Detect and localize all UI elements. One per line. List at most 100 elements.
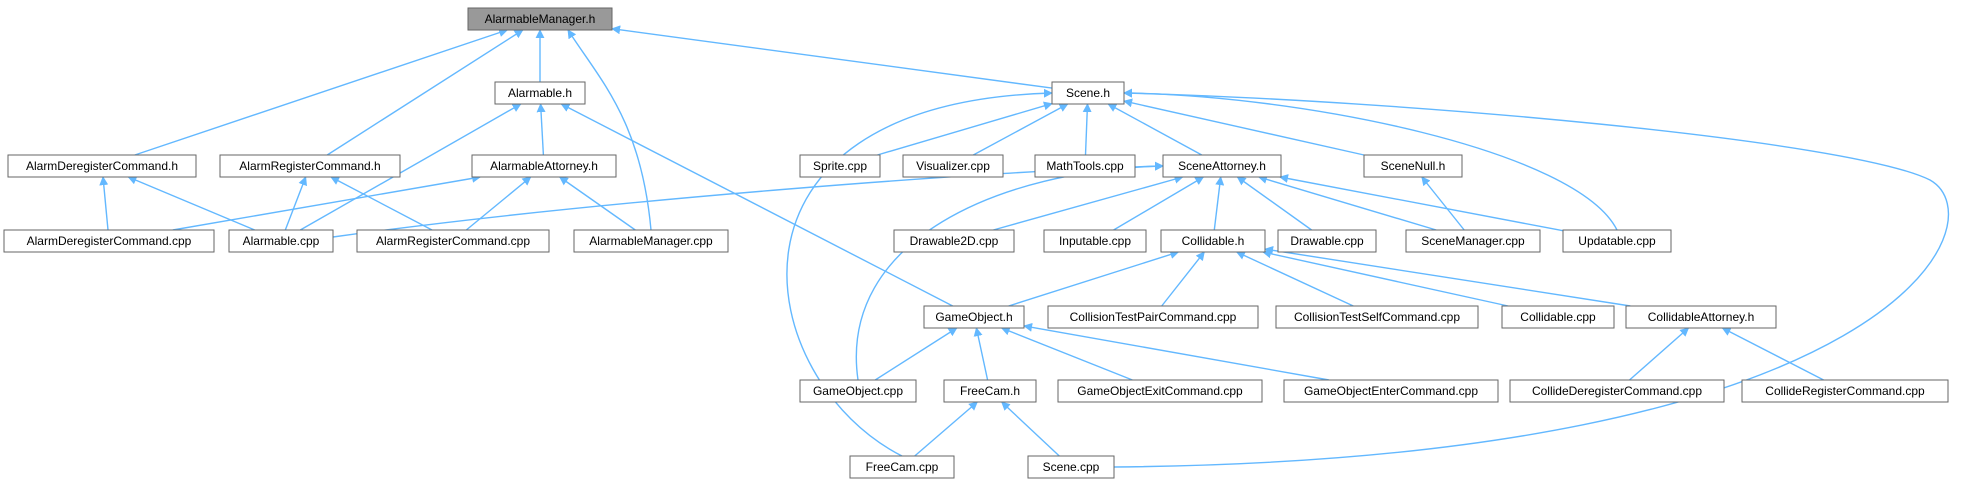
edge-mathtools_cpp-to-scene_h xyxy=(1082,103,1092,156)
node-label: AlarmDeregisterCommand.h xyxy=(26,159,178,173)
node-box xyxy=(1741,379,1949,403)
edge-collide_deregister_command_cpp-to-collidable_attorney_h xyxy=(1629,327,1690,381)
edge-alarmable_manager_cpp-to-alarmable_attorney_h xyxy=(558,176,636,231)
node-box xyxy=(1027,455,1115,479)
node-box xyxy=(1047,305,1259,329)
node-label: SceneNull.h xyxy=(1381,159,1446,173)
node-alarm-register-command-cpp[interactable]: AlarmRegisterCommand.cpp xyxy=(356,229,550,253)
node-inputable-cpp[interactable]: Inputable.cpp xyxy=(1043,229,1147,253)
edge-scene_manager_cpp-to-scene_attorney_h xyxy=(1257,175,1437,231)
node-drawable-cpp[interactable]: Drawable.cpp xyxy=(1277,229,1377,253)
edge-scene_manager_cpp-to-scene_null_h xyxy=(1421,176,1465,231)
edge-alarm_deregister_command_h-to-alarmable_manager_h xyxy=(134,28,509,156)
node-collidable-h[interactable]: Collidable.h xyxy=(1160,229,1266,253)
node-label: Drawable.cpp xyxy=(1290,234,1364,248)
edge-freecam_cpp-to-scene_h xyxy=(786,88,1053,457)
edge-alarm_register_command_cpp-to-alarmable_attorney_h xyxy=(465,176,532,231)
node-alarm-deregister-command-cpp[interactable]: AlarmDeregisterCommand.cpp xyxy=(3,229,215,253)
node-mathtools-cpp[interactable]: MathTools.cpp xyxy=(1034,154,1136,178)
node-label: GameObject.cpp xyxy=(813,384,903,398)
edge-alarmable_manager_cpp-to-alarmable_manager_h xyxy=(567,29,652,231)
edges-layer xyxy=(99,25,1950,468)
node-updatable-cpp[interactable]: Updatable.cpp xyxy=(1562,229,1672,253)
node-box xyxy=(893,229,1015,253)
node-scene-attorney-h[interactable]: SceneAttorney.h xyxy=(1162,154,1282,178)
node-alarmable-attorney-h[interactable]: AlarmableAttorney.h xyxy=(471,154,617,178)
node-collidable-cpp[interactable]: Collidable.cpp xyxy=(1501,305,1615,329)
node-box xyxy=(902,154,1004,178)
node-scene-manager-cpp[interactable]: SceneManager.cpp xyxy=(1405,229,1541,253)
node-label: GameObjectEnterCommand.cpp xyxy=(1304,384,1478,398)
edge-updatable_cpp-to-scene_attorney_h xyxy=(1279,174,1564,232)
node-box xyxy=(943,379,1037,403)
node-collision-test-self-command-cpp[interactable]: CollisionTestSelfCommand.cpp xyxy=(1275,305,1479,329)
node-gameobject-cpp[interactable]: GameObject.cpp xyxy=(799,379,917,403)
node-drawable2d-cpp[interactable]: Drawable2D.cpp xyxy=(893,229,1015,253)
node-scene-cpp[interactable]: Scene.cpp xyxy=(1027,455,1115,479)
node-label: Inputable.cpp xyxy=(1059,234,1131,248)
edge-visualizer_cpp-to-scene_h xyxy=(972,103,1069,156)
node-box xyxy=(1625,305,1777,329)
node-sprite-cpp[interactable]: Sprite.cpp xyxy=(799,154,881,178)
node-alarm-register-command-h[interactable]: AlarmRegisterCommand.h xyxy=(219,154,401,178)
node-label: GameObjectExitCommand.cpp xyxy=(1077,384,1243,398)
node-box xyxy=(1162,154,1282,178)
node-label: Sprite.cpp xyxy=(813,159,867,173)
node-box xyxy=(219,154,401,178)
node-box xyxy=(228,229,334,253)
edge-gameobject_cpp-to-scene_attorney_h xyxy=(855,161,1164,381)
edge-freecam_cpp-to-freecam_h xyxy=(914,401,978,457)
edge-alarmable_cpp-to-alarm_deregister_command_h xyxy=(127,175,255,231)
edge-collidable_h-to-scene_attorney_h xyxy=(1213,176,1225,231)
node-box xyxy=(1057,379,1263,403)
node-alarmable-h[interactable]: Alarmable.h xyxy=(494,81,586,105)
edge-alarm_deregister_command_cpp-to-alarm_deregister_command_h xyxy=(99,176,109,231)
node-gameobject-exit-command-cpp[interactable]: GameObjectExitCommand.cpp xyxy=(1057,379,1263,403)
edge-alarm_register_command_h-to-alarmable_manager_h xyxy=(326,29,524,156)
edge-updatable_cpp-to-scene_h xyxy=(1123,88,1618,231)
edge-alarm_register_command_cpp-to-alarm_register_command_h xyxy=(330,176,433,231)
node-label: CollidableAttorney.h xyxy=(1648,310,1755,324)
node-scene-h[interactable]: Scene.h xyxy=(1051,81,1125,105)
node-box xyxy=(1283,379,1499,403)
node-alarmable-cpp[interactable]: Alarmable.cpp xyxy=(228,229,334,253)
edge-sprite_cpp-to-scene_h xyxy=(877,101,1053,156)
node-box xyxy=(923,305,1025,329)
node-collidable-attorney-h[interactable]: CollidableAttorney.h xyxy=(1625,305,1777,329)
edge-collision_test_pair_command_cpp-to-collidable_h xyxy=(1161,251,1205,307)
node-label: Visualizer.cpp xyxy=(916,159,990,173)
node-label: GameObject.h xyxy=(935,310,1012,324)
node-alarm-deregister-command-h[interactable]: AlarmDeregisterCommand.h xyxy=(7,154,197,178)
node-freecam-h[interactable]: FreeCam.h xyxy=(943,379,1037,403)
node-label: Collidable.h xyxy=(1182,234,1245,248)
node-box xyxy=(573,229,729,253)
node-alarmable-manager-h[interactable]: AlarmableManager.h xyxy=(467,7,613,31)
node-gameobject-enter-command-cpp[interactable]: GameObjectEnterCommand.cpp xyxy=(1283,379,1499,403)
node-label: Scene.cpp xyxy=(1043,460,1100,474)
node-alarmable-manager-cpp[interactable]: AlarmableManager.cpp xyxy=(573,229,729,253)
node-label: AlarmRegisterCommand.h xyxy=(239,159,380,173)
node-visualizer-cpp[interactable]: Visualizer.cpp xyxy=(902,154,1004,178)
node-label: Updatable.cpp xyxy=(1578,234,1656,248)
edge-inputable_cpp-to-scene_attorney_h xyxy=(1113,176,1205,231)
node-box xyxy=(1277,229,1377,253)
node-box xyxy=(799,154,881,178)
node-label: AlarmRegisterCommand.cpp xyxy=(376,234,530,248)
node-label: CollisionTestSelfCommand.cpp xyxy=(1294,310,1460,324)
node-collide-deregister-command-cpp[interactable]: CollideDeregisterCommand.cpp xyxy=(1509,379,1725,403)
node-box xyxy=(1034,154,1136,178)
node-label: AlarmableAttorney.h xyxy=(490,159,598,173)
node-label: FreeCam.cpp xyxy=(866,460,939,474)
node-label: MathTools.cpp xyxy=(1046,159,1124,173)
node-collision-test-pair-command-cpp[interactable]: CollisionTestPairCommand.cpp xyxy=(1047,305,1259,329)
edge-alarmable_cpp-to-alarm_register_command_h xyxy=(284,176,307,231)
node-collide-register-command-cpp[interactable]: CollideRegisterCommand.cpp xyxy=(1741,379,1949,403)
node-label: AlarmDeregisterCommand.cpp xyxy=(27,234,192,248)
node-box xyxy=(3,229,215,253)
node-scene-null-h[interactable]: SceneNull.h xyxy=(1363,154,1463,178)
edge-freecam_h-to-gameobject_h xyxy=(973,327,989,381)
node-box xyxy=(1405,229,1541,253)
node-gameobject-h[interactable]: GameObject.h xyxy=(923,305,1025,329)
node-freecam-cpp[interactable]: FreeCam.cpp xyxy=(849,455,955,479)
